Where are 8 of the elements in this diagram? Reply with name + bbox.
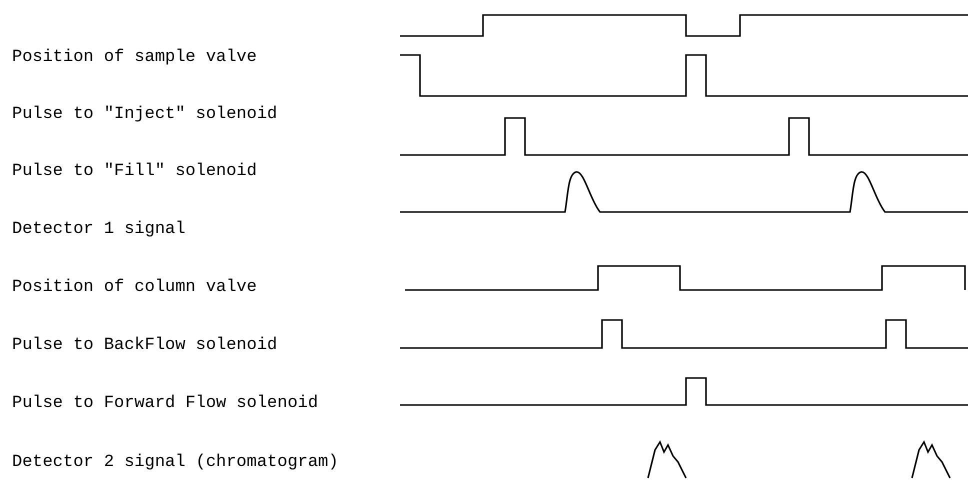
- signal-label: Position of column valve: [12, 278, 257, 298]
- signal-label: Pulse to Forward Flow solenoid: [12, 394, 318, 414]
- signal-label: Pulse to "Inject" solenoid: [12, 105, 278, 125]
- signal-label: Pulse to BackFlow solenoid: [12, 336, 278, 356]
- signal-label: Detector 1 signal: [12, 220, 186, 240]
- signal-label: Position of sample valve: [12, 48, 257, 68]
- signal-label: Detector 2 signal (chromatogram): [12, 453, 338, 473]
- signal-label: Pulse to "Fill" solenoid: [12, 162, 257, 182]
